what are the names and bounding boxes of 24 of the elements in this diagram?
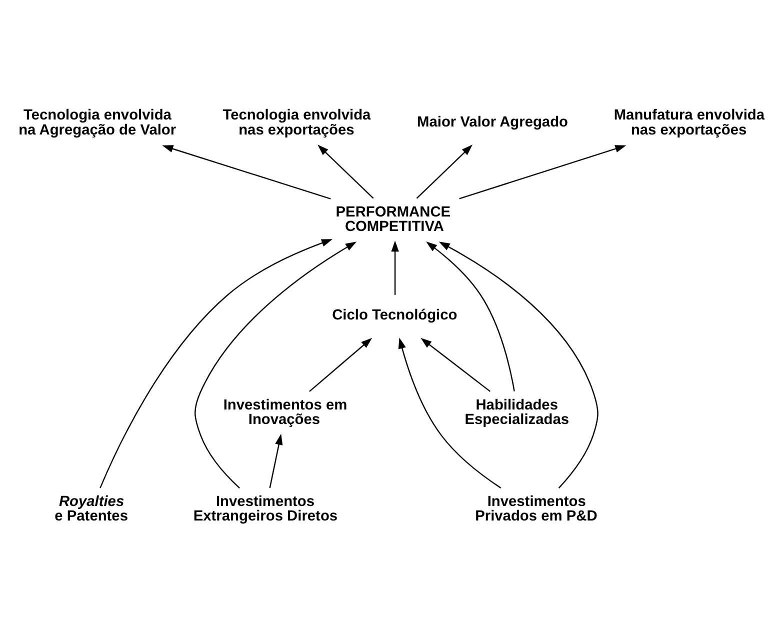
arrow	[398, 338, 502, 488]
node-text: Royalties e Patentes	[54, 494, 128, 525]
node-text: Manufatura envolvida nas exportações	[614, 108, 765, 138]
node-text: Investimentos Extrangeiros Diretos	[193, 494, 338, 525]
arrow	[438, 242, 598, 488]
arrow	[420, 338, 491, 392]
node-text: Investimentos Privados em P&D	[475, 494, 598, 525]
arrow	[459, 145, 626, 200]
arrow	[391, 240, 399, 295]
arrow	[269, 434, 283, 488]
node-text: Ciclo Tecnológico	[332, 308, 458, 324]
arrow	[194, 242, 357, 489]
arrow	[162, 145, 331, 200]
node-text: Tecnologia envolvida nas exportações	[222, 108, 371, 138]
node-text: Tecnologia envolvida na Agregação de Valor	[18, 108, 176, 138]
node-text: PERFORMANCE COMPETITIVA	[336, 204, 451, 235]
node-text: Maior Valor Agregado	[417, 114, 568, 130]
arrow	[309, 338, 372, 392]
arrow	[426, 242, 515, 392]
arrow	[318, 144, 374, 199]
node-text: Habilidades Especializadas	[464, 397, 570, 428]
arrow	[100, 239, 333, 488]
node-text: Investimentos em Inovações	[223, 397, 348, 428]
arrow	[416, 144, 473, 199]
